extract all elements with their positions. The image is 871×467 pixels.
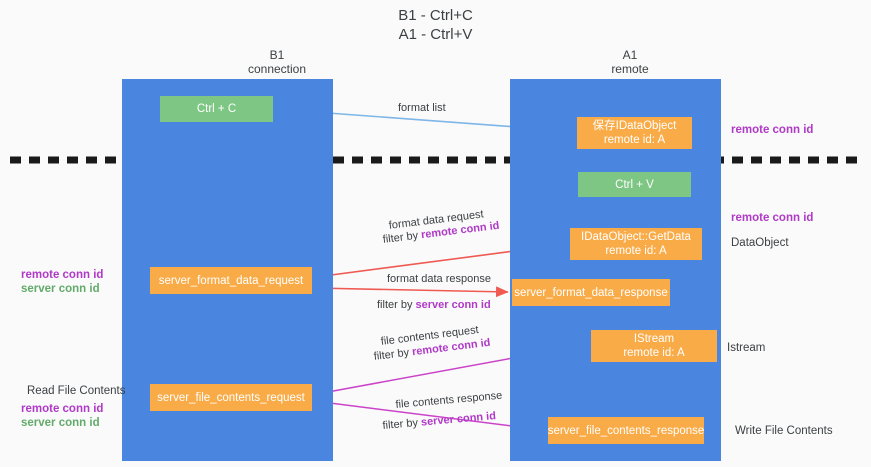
- edge-label-format-list: format list: [398, 101, 446, 115]
- node-ctrl-v-label: Ctrl + V: [615, 178, 654, 191]
- node-ctrl-v[interactable]: Ctrl + V: [578, 172, 691, 197]
- column-b1-name: B1: [269, 48, 285, 62]
- annotation-right-remote-conn-id-top: remote conn id: [731, 124, 814, 136]
- edge-label-format-data-response-filter: filter by server conn id: [377, 298, 491, 312]
- node-server-format-data-request-label: server_format_data_request: [158, 274, 304, 287]
- node-istream[interactable]: IStream remote id: A: [591, 330, 717, 362]
- filter-prefix: filter by: [377, 299, 416, 311]
- annotation-left-server-conn-id-1: server conn id: [21, 283, 100, 295]
- node-server-file-contents-response[interactable]: server_file_contents_response: [548, 417, 704, 444]
- edge-format-data-response: [313, 286, 509, 298]
- annotation-left-remote-conn-id-2: remote conn id: [21, 403, 104, 415]
- node-idataobject-getdata[interactable]: IDataObject::GetData remote id: A: [570, 228, 702, 260]
- page-title: B1 - Ctrl+C A1 - Ctrl+V: [0, 6, 871, 44]
- annotation-right-istream: Istream: [727, 342, 766, 354]
- node-idataobject-getdata-label: IDataObject::GetData: [581, 231, 691, 243]
- edge-file-contents-response: [313, 400, 545, 434]
- node-server-file-contents-request-label: server_file_contents_request: [157, 391, 305, 404]
- annotation-left-remote-conn-id-1: remote conn id: [21, 269, 104, 281]
- column-header-a1: A1 remote: [505, 48, 755, 76]
- node-ctrl-c[interactable]: Ctrl + C: [160, 96, 273, 122]
- edge-label-format-list-text: format list: [398, 102, 446, 114]
- annotation-right-write-file-contents: Write File Contents: [735, 425, 833, 437]
- title-line-1: B1 - Ctrl+C: [398, 7, 473, 24]
- annotation-right-remote-conn-id-mid: remote conn id: [731, 212, 814, 224]
- title-line-2: A1 - Ctrl+V: [398, 26, 473, 43]
- filter-prefix: filter by: [382, 416, 422, 432]
- node-ctrl-c-label: Ctrl + C: [196, 103, 237, 115]
- node-istream-sub: remote id: A: [623, 347, 685, 359]
- node-store-idataobject-label: 保存IDataObject: [592, 120, 677, 132]
- node-server-format-data-request[interactable]: server_format_data_request: [150, 267, 312, 294]
- annotation-right-dataobject: DataObject: [731, 237, 789, 249]
- column-a1-role: remote: [611, 62, 649, 76]
- node-idataobject-getdata-sub: remote id: A: [605, 245, 667, 257]
- filter-key-server-conn-id: server conn id: [415, 299, 491, 311]
- annotation-left-read-file-contents: Read File Contents: [27, 385, 126, 397]
- column-a1-name: A1: [622, 48, 638, 62]
- annotation-left-conn-ids-bottom: remote conn id server conn id: [21, 402, 103, 430]
- annotation-left-server-conn-id-2: server conn id: [21, 417, 100, 429]
- column-header-b1: B1 connection: [152, 48, 402, 76]
- node-server-format-data-response[interactable]: server_format_data_response: [512, 279, 670, 306]
- node-istream-label: IStream: [633, 333, 675, 345]
- node-server-file-contents-request[interactable]: server_file_contents_request: [150, 384, 312, 411]
- node-server-format-data-response-label: server_format_data_response: [514, 286, 668, 299]
- node-server-file-contents-response-label: server_file_contents_response: [547, 424, 705, 437]
- edge-label-format-data-response: format data response: [387, 272, 491, 286]
- node-store-idataobject[interactable]: 保存IDataObject remote id: A: [577, 117, 692, 149]
- node-store-idataobject-sub: remote id: A: [603, 134, 666, 146]
- edge-label-format-data-response-text: format data response: [387, 273, 491, 285]
- column-b1-role: connection: [247, 62, 307, 76]
- annotation-left-conn-ids-top: remote conn id server conn id: [21, 268, 103, 296]
